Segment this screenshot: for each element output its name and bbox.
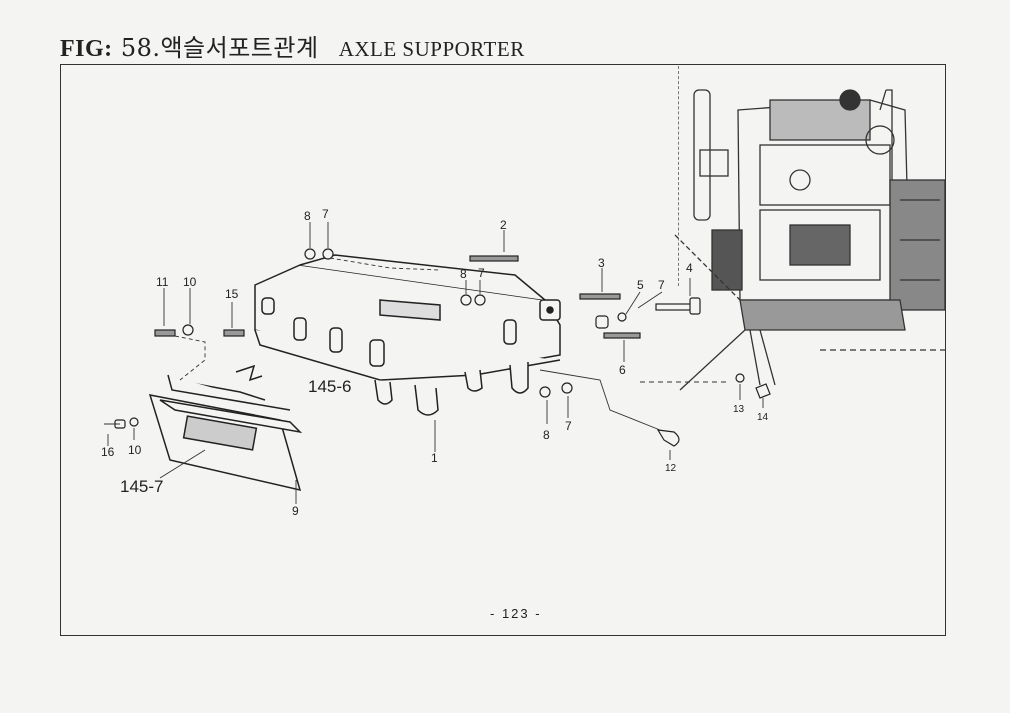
- fig-label: FIG:: [60, 36, 113, 62]
- callout-2: 2: [500, 218, 507, 232]
- part-callouts: 1 2 3 4 5 6 7 7 7 7 8 8 8 9 10 10 11 12 …: [101, 207, 769, 518]
- inset-divider: [678, 66, 679, 286]
- page-number: - 123 -: [490, 606, 542, 621]
- reference-145-7: 145-7: [120, 477, 163, 496]
- callout-10-bottom: 10: [128, 443, 142, 457]
- callout-4: 4: [686, 261, 693, 275]
- hardware-parts: [114, 248, 771, 447]
- callout-9: 9: [292, 504, 299, 518]
- callout-3: 3: [598, 256, 605, 270]
- axle-supporter-body: [254, 254, 561, 416]
- callout-16: 16: [101, 445, 115, 459]
- callout-12: 12: [665, 463, 677, 474]
- callout-6: 6: [619, 363, 626, 377]
- callout-13: 13: [733, 404, 745, 415]
- callout-1: 1: [431, 451, 438, 465]
- callout-7-right: 7: [658, 278, 665, 292]
- callout-10-top: 10: [183, 275, 197, 289]
- front-plate: [148, 374, 303, 492]
- callout-11: 11: [156, 275, 169, 289]
- callout-7-mid: 7: [478, 266, 485, 280]
- fig-title-korean: 58.액슬서포트관계: [120, 34, 319, 62]
- leader-lines: [104, 222, 764, 504]
- callout-7-bottom: 7: [565, 419, 572, 433]
- callout-8-top: 8: [304, 209, 311, 223]
- callout-8-mid: 8: [460, 267, 467, 281]
- callout-7-top: 7: [322, 207, 329, 221]
- callout-5: 5: [637, 278, 644, 292]
- callout-15: 15: [225, 287, 239, 301]
- callout-14: 14: [757, 412, 769, 423]
- fig-title-english: AXLE SUPPORTER: [338, 37, 525, 61]
- figure-title: FIG: 58.액슬서포트관계 AXLE SUPPORTER: [60, 28, 525, 63]
- callout-8-bottom: 8: [543, 428, 550, 442]
- reference-145-6: 145-6: [308, 377, 351, 396]
- engine-inset-illustration: [674, 89, 946, 391]
